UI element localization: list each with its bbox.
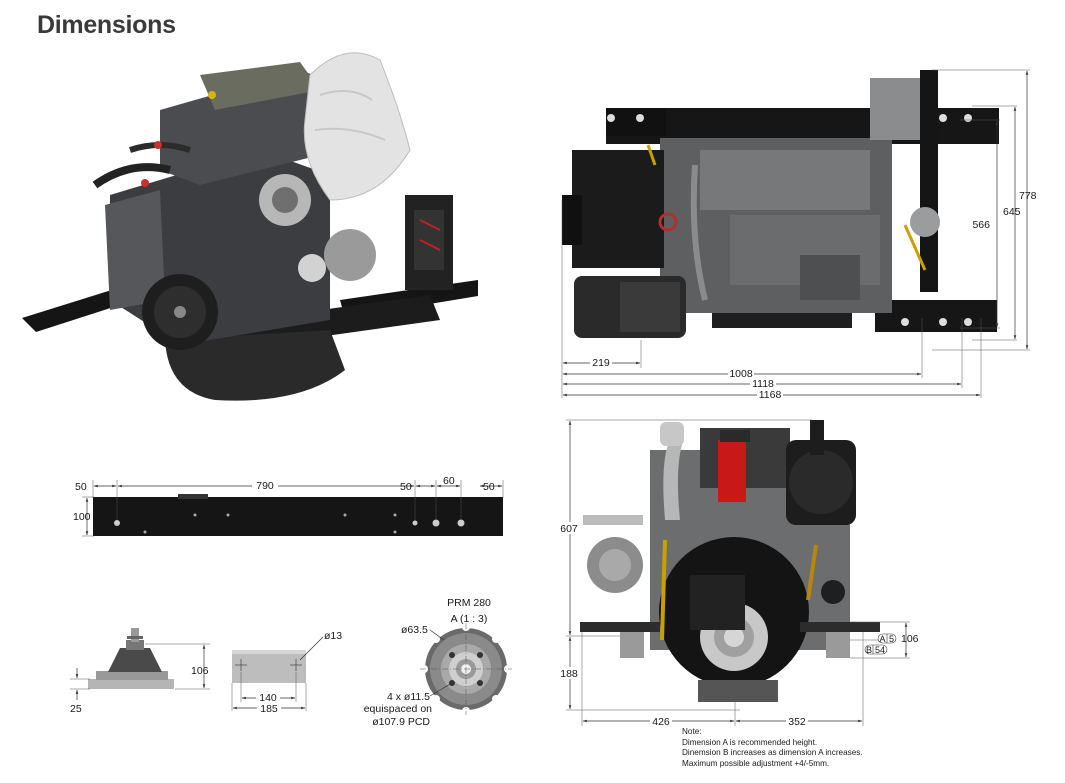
engine-mount: 106 25 xyxy=(70,628,210,715)
front-view-dimensions: 607 188 426 352 106 A 5 B 54 xyxy=(558,419,919,728)
coupling-holes-1: 4 x ø11.5 xyxy=(387,691,430,703)
dim-front-188: 188 xyxy=(560,668,578,680)
dim-front-607: 607 xyxy=(560,523,578,535)
note-line-3: Maximum possible adjustment +4/-5mm. xyxy=(682,758,830,768)
dim-front-426: 426 xyxy=(652,716,670,728)
dim-rail-50b: 50 xyxy=(400,481,412,493)
mount-bracket: ø13 140 185 xyxy=(231,630,342,715)
coupling-holes-2: equispaced on xyxy=(364,703,432,715)
dim-645: 645 xyxy=(1003,206,1021,218)
dim-219: 219 xyxy=(592,357,610,369)
dim-front-106: 106 xyxy=(901,633,919,645)
dim-bracket-13: ø13 xyxy=(324,630,342,642)
dim-rail-790: 790 xyxy=(256,480,274,492)
value-b: 54 xyxy=(875,645,885,655)
top-view-dimensions: 219 1008 1118 1168 778 645 566 xyxy=(561,69,1037,401)
mounting-rail xyxy=(93,494,503,536)
dim-1008: 1008 xyxy=(729,368,753,380)
note-line-1: Dimension A is recommended height. xyxy=(682,737,818,747)
dim-rail-50c: 50 xyxy=(483,481,495,493)
page-title: Dimensions xyxy=(37,11,176,39)
coupling-flange: PRM 280 A (1 : 3) ø63.5 4 x ø11.5 equisp… xyxy=(364,597,512,728)
dim-rail-50a: 50 xyxy=(75,481,87,493)
drawing-note: Note: Dimension A is recommended height.… xyxy=(682,727,863,769)
dim-778: 778 xyxy=(1019,190,1037,202)
coupling-label: PRM 280 xyxy=(447,597,491,609)
value-a: 5 xyxy=(889,634,894,644)
dim-566: 566 xyxy=(972,219,990,231)
dim-1118: 1118 xyxy=(752,378,774,390)
coupling-scale: A (1 : 3) xyxy=(451,613,488,625)
engine-top-view xyxy=(562,70,999,338)
dim-mount-106: 106 xyxy=(191,665,209,677)
dim-rail-100: 100 xyxy=(73,511,91,523)
dim-bracket-140: 140 xyxy=(259,692,277,704)
engine-front-view xyxy=(580,420,880,702)
engine-isometric-image xyxy=(22,52,478,401)
note-line-2: Dinemsion B increases as dimension A inc… xyxy=(682,748,863,757)
dim-coupling-63: ø63.5 xyxy=(401,624,428,636)
dim-rail-60: 60 xyxy=(443,475,455,487)
label-b: B xyxy=(866,645,872,655)
dim-bracket-185: 185 xyxy=(260,703,278,715)
note-title: Note: xyxy=(682,727,702,736)
rail-dimensions: 50 790 50 60 50 100 xyxy=(73,475,504,537)
dim-mount-25: 25 xyxy=(70,703,82,715)
dim-1168: 1168 xyxy=(759,389,782,401)
coupling-holes-3: ø107.9 PCD xyxy=(372,716,430,728)
label-a: A xyxy=(879,634,885,644)
dim-front-352: 352 xyxy=(788,716,806,728)
